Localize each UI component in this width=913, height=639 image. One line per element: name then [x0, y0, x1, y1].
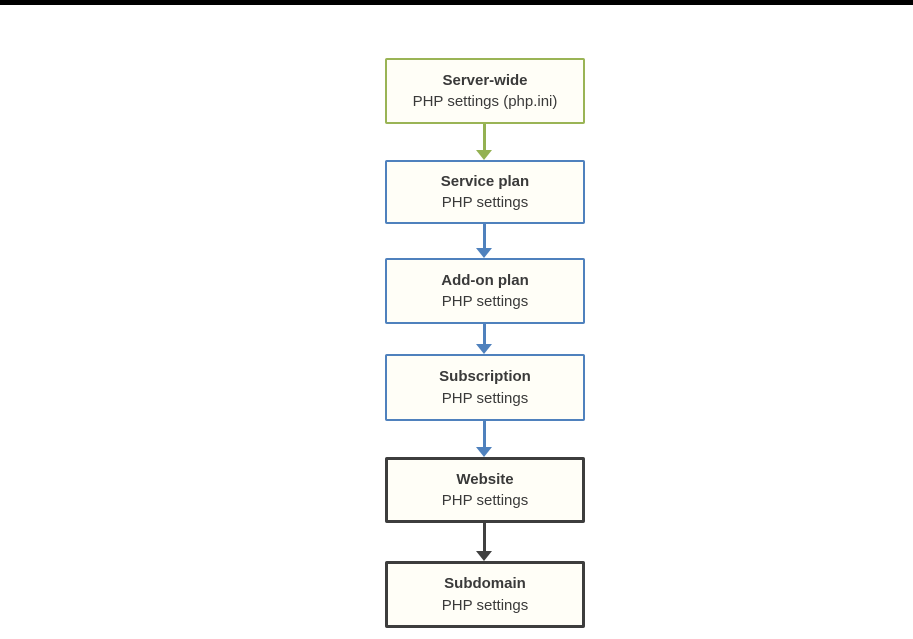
- node-subtitle: PHP settings: [441, 293, 529, 310]
- node-subtitle: PHP settings: [441, 194, 529, 211]
- arrow-down-icon: [476, 248, 492, 258]
- arrow-stem: [482, 324, 486, 344]
- arrow-down-icon: [476, 447, 492, 457]
- arrow-stem: [482, 523, 486, 551]
- arrow-down-icon: [476, 344, 492, 354]
- node-subtitle: PHP settings: [441, 389, 529, 407]
- flow-arrow-addon-to-subscription: [476, 324, 492, 354]
- node-title: Add-on plan: [441, 271, 529, 289]
- flow-arrow-website-to-subdomain: [476, 523, 492, 561]
- node-title: Website: [456, 470, 514, 488]
- node-subdomain: Subdomain PHP settings: [385, 561, 585, 628]
- node-subtitle: PHP settings: [441, 492, 529, 509]
- node-subtitle: PHP settings (php.ini): [412, 93, 558, 110]
- arrow-down-icon: [476, 551, 492, 561]
- arrow-stem: [482, 224, 486, 248]
- arrow-stem: [482, 421, 486, 447]
- node-title: Service plan: [440, 172, 530, 190]
- flow-arrow-subscription-to-website: [476, 421, 492, 457]
- node-add-on-plan: Add-on plan PHP settings: [385, 258, 585, 324]
- arrow-stem: [482, 124, 486, 150]
- node-title: Subscription: [439, 368, 531, 386]
- flow-arrow-service-to-addon: [476, 224, 492, 258]
- node-website: Website PHP settings: [385, 457, 585, 523]
- node-title: Subdomain: [444, 575, 526, 593]
- node-service-plan: Service plan PHP settings: [385, 160, 585, 224]
- node-server-wide: Server-wide PHP settings (php.ini): [385, 58, 585, 124]
- arrow-down-icon: [476, 150, 492, 160]
- top-divider-rule: [0, 0, 913, 5]
- flow-arrow-server-to-service: [476, 124, 492, 160]
- node-subtitle: PHP settings: [441, 596, 529, 614]
- node-subscription: Subscription PHP settings: [385, 354, 585, 421]
- node-title: Server-wide: [442, 71, 528, 89]
